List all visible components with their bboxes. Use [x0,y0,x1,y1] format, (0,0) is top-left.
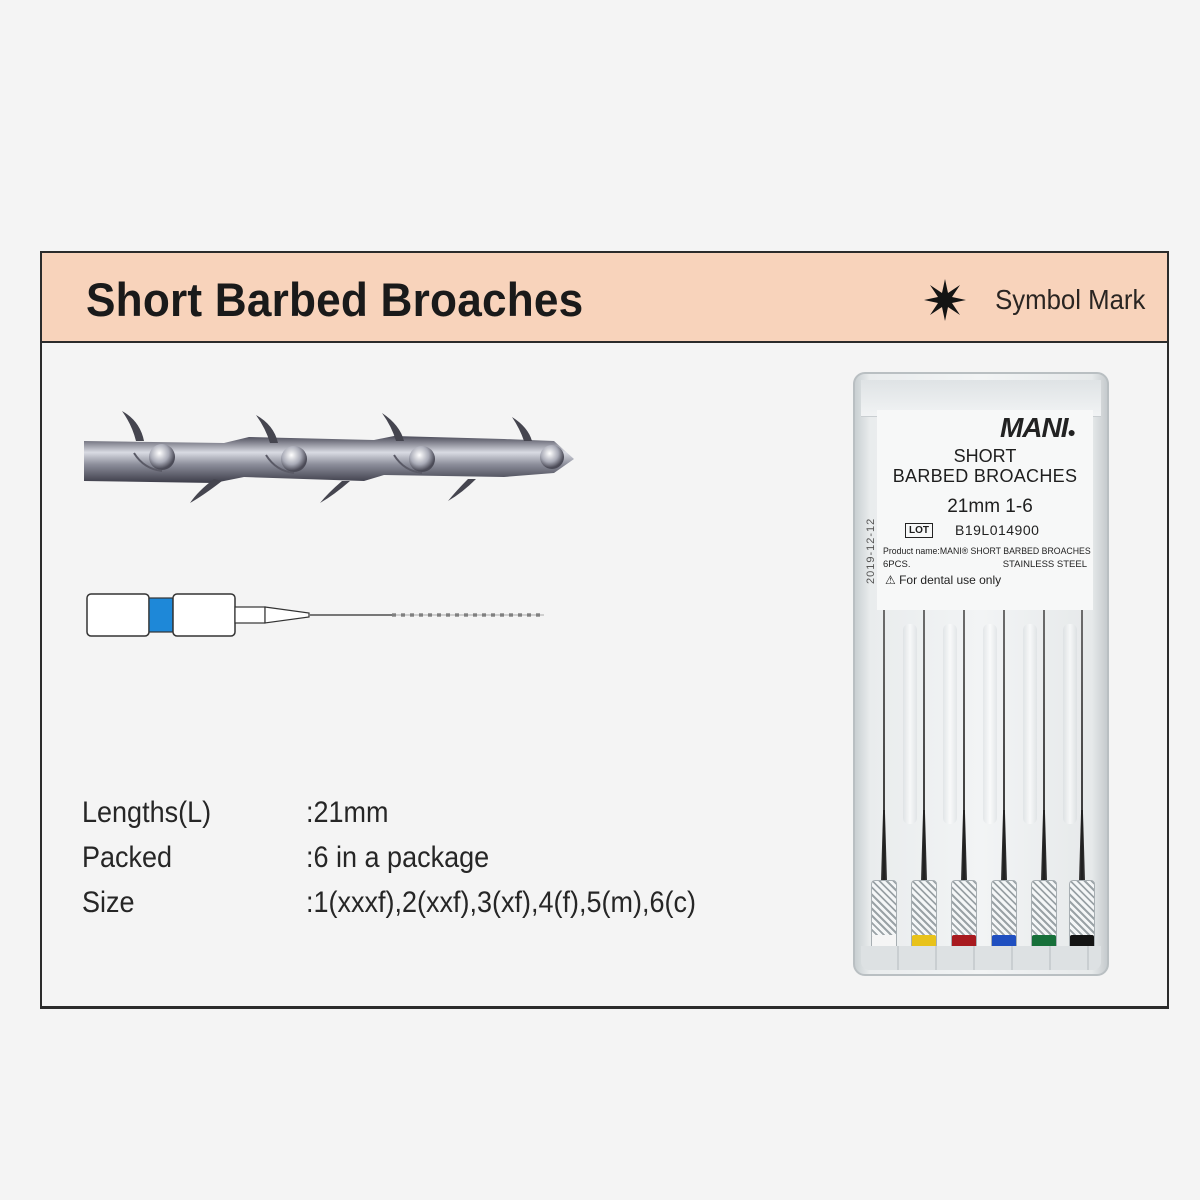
color-band-blue [992,935,1016,948]
tray-slot [903,624,917,824]
lot-row: LOT B19L014900 [905,522,1039,538]
color-band-yellow [912,935,936,948]
package-label: MANI● SHORT BARBED BROACHES 21mm 1-6 LOT… [877,410,1093,610]
color-band-black [1070,935,1094,948]
color-band-white [872,935,896,948]
page-title: Short Barbed Broaches [86,273,584,326]
lot-label: LOT [905,522,933,538]
spec-row-length: Lengths(L) :21mm [82,790,739,835]
spec-label: Lengths(L) [82,796,212,829]
pcs-count: 6PCS. [883,559,911,570]
broach-size-1 [871,610,897,970]
package-size-range: 21mm 1-6 [947,496,1033,517]
spec-row-size: Size :1(xxxf),2(xxf),3(xf),4(f),5(m),6(c… [82,880,739,925]
tray-slot [943,624,957,824]
broach-size-5 [1031,610,1057,970]
spec-value: :6 in a package [306,841,490,874]
title-bar: Short Barbed Broaches Symbol Mark [42,253,1167,343]
brand-logo: MANI● [999,412,1076,443]
broach-size-6 [1069,610,1095,970]
spec-label: Size [82,886,135,919]
tray-slot [1063,624,1077,824]
spec-row-packed: Packed :6 in a package [82,835,739,880]
dental-use-warning: ⚠ For dental use only [885,573,1002,587]
broach-size-3 [951,610,977,970]
product-name-line: Product name:MANI® SHORT BARBED BROACHES [883,546,1091,557]
expiry-date: 2019-12-12 [865,517,877,584]
spec-value: :1(xxxf),2(xxf),3(xf),4(f),5(m),6(c) [306,886,697,919]
eight-point-star-icon [923,279,966,321]
product-package-photo: MANI● SHORT BARBED BROACHES 21mm 1-6 LOT… [853,372,1109,976]
product-card: Short Barbed Broaches Symbol Mark [40,251,1169,1009]
material: STAINLESS STEEL [1002,559,1087,570]
color-band-red [952,935,976,948]
spec-value: :21mm [306,796,389,829]
lot-number: B19L014900 [955,522,1040,538]
spec-label: Packed [82,841,173,874]
broach-size-4 [991,610,1017,970]
tray-slot [983,624,997,824]
symbol-mark: Symbol Mark [923,279,1145,321]
barbed-broach-closeup-illustration [84,411,574,503]
tray-slot [1023,624,1037,824]
spec-list: Lengths(L) :21mm Packed :6 in a package … [82,790,739,925]
color-band-green [1032,935,1056,948]
package-name-line2: BARBED BROACHES [892,466,1078,486]
package-name-line1: SHORT [953,446,1017,466]
broach-instrument-illustration [86,593,544,637]
broach-size-2 [911,610,937,970]
symbol-mark-label: Symbol Mark [994,284,1145,315]
pcs-material-row: 6PCS. STAINLESS STEEL [883,559,1087,570]
package-base [861,946,1101,970]
